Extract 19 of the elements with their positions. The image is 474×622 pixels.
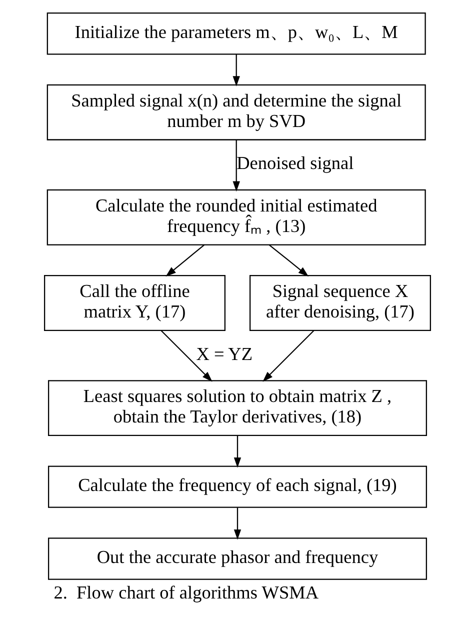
arrow: [160, 330, 212, 382]
arrow: [233, 436, 241, 468]
arrow: [232, 54, 240, 86]
node-box: Signal sequence X after denoising, (17): [249, 275, 430, 331]
node-box: Least squares solution to obtain matrix Z , obtain the Taylor derivatives, (18): [48, 380, 426, 436]
node-box: Calculate the rounded initial estimated frequency f̂ₘ , (13): [46, 189, 426, 246]
node-box: Calculate the frequency of each signal, (19): [48, 466, 426, 508]
node-box: Out the accurate phasor and frequency: [48, 538, 426, 580]
arrow: [232, 140, 240, 192]
node-box: Sampled signal x(n) and determine the signal number m by SVD: [46, 84, 426, 140]
arrow: [165, 244, 204, 276]
arrow: [233, 508, 241, 540]
node-box: Call the offline matrix Y, (17): [44, 275, 225, 331]
arrow: [262, 330, 314, 382]
caption: 2. Flow chart of algorithms WSMA: [53, 582, 318, 602]
edge-label: X = YZ: [196, 344, 252, 364]
edge-label: Denoised signal: [236, 153, 354, 174]
arrow: [268, 244, 308, 276]
node-box: Initialize the parameters m、p、w₀、L、M: [46, 12, 426, 55]
